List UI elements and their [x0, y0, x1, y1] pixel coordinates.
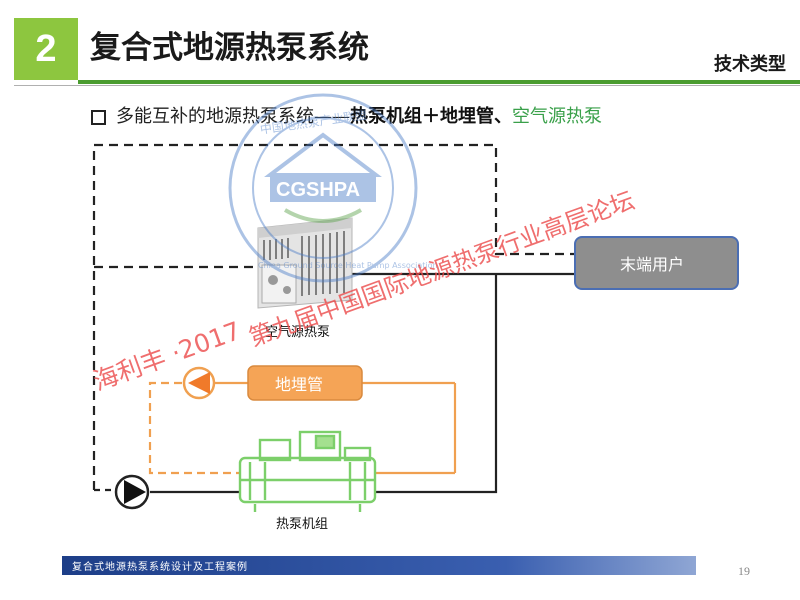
section-number-badge: 2 — [14, 18, 78, 80]
bullet-text-intro: 多能互补的地源热泵系统—— — [116, 106, 350, 127]
end-user-label: 末端用户 — [620, 255, 684, 274]
supply-pump-icon — [114, 474, 150, 510]
ground-loop — [215, 381, 457, 475]
header-divider — [78, 80, 800, 84]
solid-supply-loop — [150, 272, 575, 494]
header-divider-thin — [14, 85, 800, 86]
air-source-heat-pump-icon — [257, 217, 353, 309]
heat-pump-unit-icon — [238, 430, 377, 512]
bullet-square-icon — [91, 110, 106, 125]
air-source-label: 空气源热泵 — [265, 324, 330, 340]
footer-text: 复合式地源热泵系统设计及工程案例 — [72, 562, 248, 573]
ground-pipe-label: 地埋管 — [275, 375, 323, 394]
ground-loop-pump-icon — [182, 366, 216, 400]
logo-ring-cn: 中国地热泵产业联盟 — [259, 107, 368, 137]
end-user-box — [574, 236, 739, 290]
cgshpa-logo-watermark: CGSHPA 中国地热泵产业联盟 China Ground Source Hea… — [228, 93, 438, 283]
logo-text: CGSHPA — [276, 179, 360, 201]
ground-pipe-box — [247, 365, 363, 401]
bullet-text-bold: 热泵机组＋地埋管、 — [350, 106, 512, 127]
logo-ring-en: China Ground Source Heat Pump Associatio… — [258, 261, 438, 270]
slide-title: 复合式地源热泵系统 — [90, 30, 369, 66]
page-number: 19 — [738, 564, 750, 578]
bullet-text-green: 空气源热泵 — [512, 106, 602, 127]
footer-bar — [62, 556, 696, 575]
dashed-return-loop — [92, 143, 575, 490]
heat-pump-unit-label: 热泵机组 — [276, 517, 328, 532]
bullet-line: 多能互补的地源热泵系统——热泵机组＋地埋管、空气源热泵 — [116, 102, 602, 128]
category-label: 技术类型 — [714, 54, 786, 75]
